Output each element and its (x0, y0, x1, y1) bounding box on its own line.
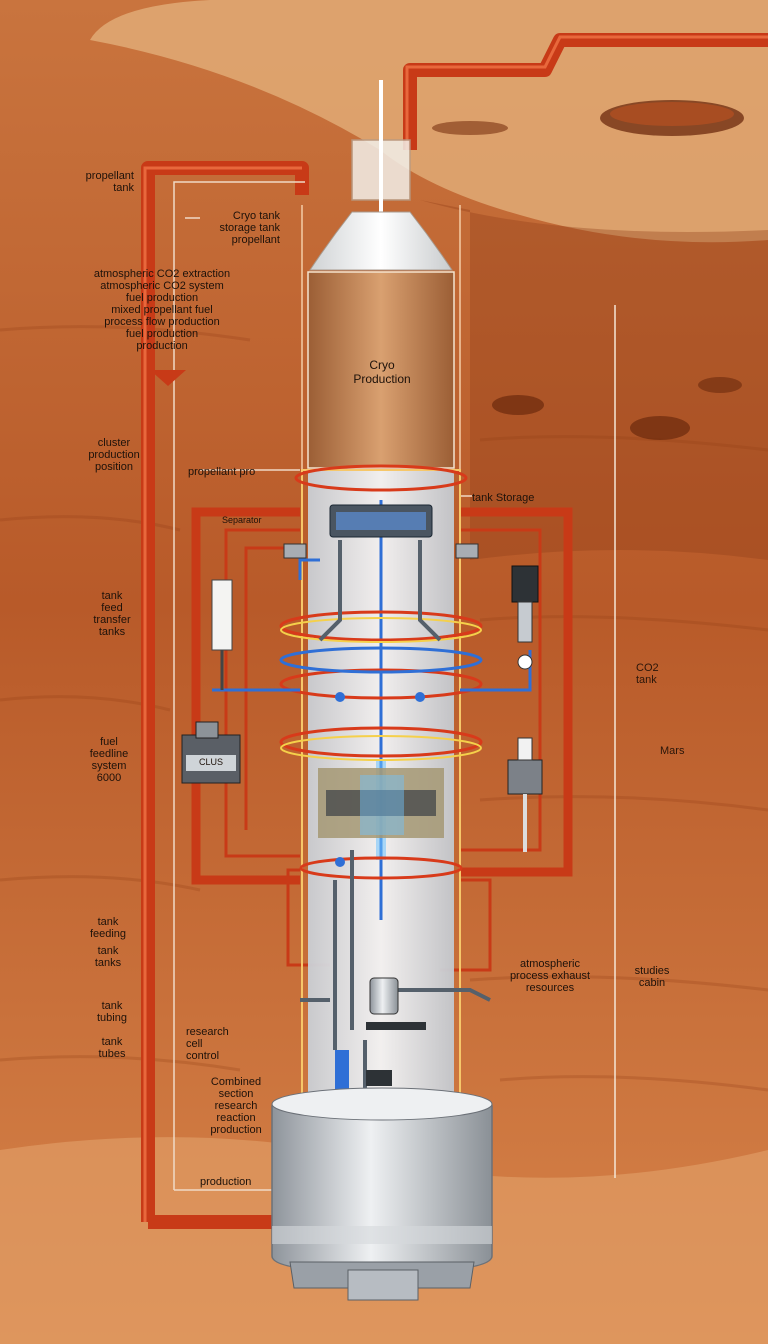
label-separator: Separator (222, 515, 262, 525)
shadow-band (420, 200, 768, 560)
chamber-glow (360, 775, 404, 835)
chamber-panel (326, 790, 436, 816)
cryo-tank (307, 271, 455, 469)
plateau (90, 0, 768, 243)
label-fuel-feed: fuel feedline system 6000 (89, 736, 129, 784)
ground-ripples (0, 325, 768, 1092)
label-mars: Mars (660, 745, 685, 757)
label-tank-feed: tank feed transfer tanks (93, 590, 131, 638)
manifold-window (336, 512, 426, 530)
label-tank-storage: tank Storage (472, 492, 535, 504)
control-box-icon (181, 721, 241, 784)
label-co2-tank: CO2 tank (636, 662, 659, 686)
label-tank-tubing: tank tubing (97, 1000, 127, 1024)
label-atmospheric-process: atmospheric process exhaust resources (509, 958, 591, 994)
tank-cap (309, 211, 453, 271)
cooling-ring (279, 464, 483, 880)
crater-icon (600, 100, 744, 136)
label-combined: Combined section research reaction produ… (210, 1076, 262, 1136)
pipe-highlight (143, 35, 768, 1222)
label-tank-tubes: tank tubes (98, 1036, 126, 1060)
flow-arrow (150, 370, 186, 386)
pump-icon (335, 977, 426, 1090)
base-band (272, 1226, 492, 1244)
internal-pipes (300, 540, 491, 1090)
leader-frame (173, 181, 472, 1191)
sensor-icon (211, 579, 233, 690)
label-cryo-production: Cryo Production (353, 358, 411, 386)
label-propellant-pro: propellant pro (188, 466, 256, 478)
label-production: production (200, 1176, 252, 1188)
label-tanks: tank tanks (94, 945, 122, 969)
label-cluster-production: cluster production position (88, 437, 140, 473)
base-stem (347, 1269, 419, 1301)
pump-icon (511, 565, 539, 670)
label-cluster-box: CLUS (198, 757, 223, 767)
pipe-elbow-icon (191, 507, 573, 885)
valve-icon (283, 543, 479, 867)
base-top (271, 1087, 493, 1121)
label-propellant-tank: propellant tank (85, 170, 134, 194)
label-tank-feeding: tank feeding (89, 916, 127, 940)
label-atmospheric-co2: atmospheric CO2 extraction atmospheric C… (93, 268, 231, 352)
pipe-elbow-icon (224, 528, 542, 972)
sensor-icon (507, 737, 543, 852)
label-research-control: research cell control (186, 1026, 229, 1062)
crater-icon (432, 121, 742, 440)
label-cryo-tank-storage: Cryo tank storage tank propellant (219, 210, 280, 246)
label-studies-cabin: studies cabin (634, 965, 670, 989)
